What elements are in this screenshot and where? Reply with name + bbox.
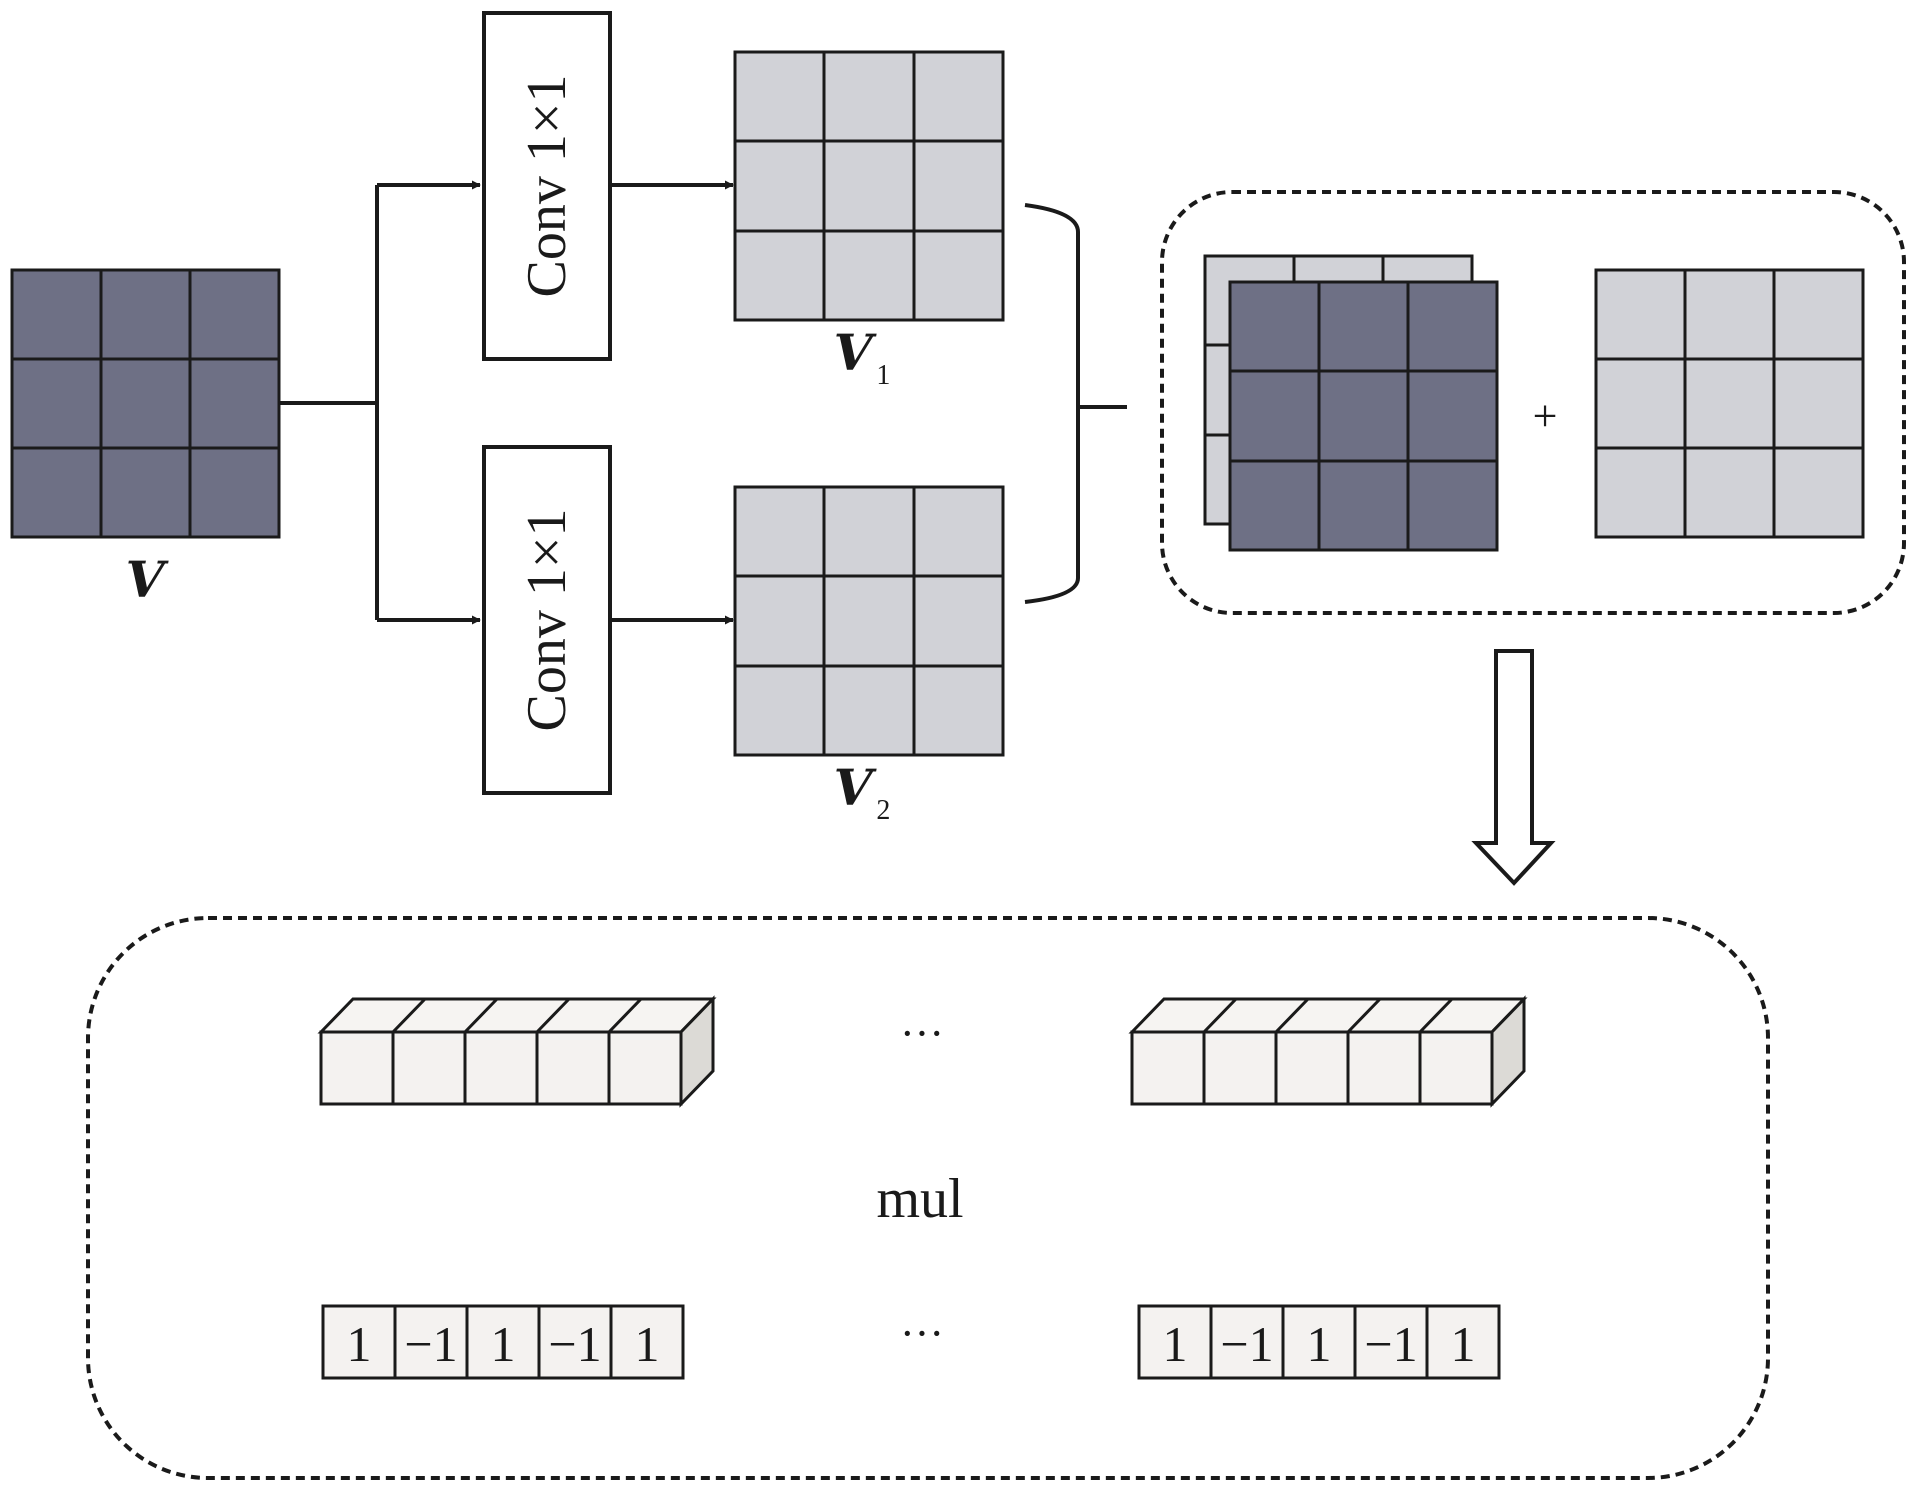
mask-container [86,916,1770,1480]
combine-brace [1024,203,1127,604]
cube-top-face [317,997,717,1034]
mask-value: 1 [1307,1316,1332,1372]
v2-label-main: V [834,758,878,817]
cube-top-divider [1418,997,1454,1034]
cube-cell [1202,1030,1278,1106]
mask-value: 1 [635,1316,660,1372]
cube-top-face [1128,997,1528,1034]
cube-cell [1130,1030,1206,1106]
cube-cell [1346,1030,1422,1106]
v2-label-subscript: 2 [876,795,890,826]
branch-connectors [279,180,481,625]
v1-label-subscript: 1 [876,360,890,391]
cube-cell [1274,1030,1350,1106]
plus-operator: + [1533,392,1558,441]
cube-top-divider [1202,997,1238,1034]
ellipsis-top: ··· [900,1009,944,1058]
mask-value: 1 [1163,1316,1188,1372]
cube-cell [607,1030,683,1106]
mask-cell [609,1304,685,1380]
mask-cell [465,1304,541,1380]
mask-row-left: 1 −1 1 −1 1 [321,1304,685,1380]
mul-label: mul [876,1168,963,1230]
ellipsis-bottom: ··· [900,1309,944,1358]
cube-cell [463,1030,539,1106]
mask-row-right: 1 −1 1 −1 1 [1137,1304,1501,1380]
cube-row-right [1128,995,1528,1108]
input-grid-v [10,268,281,539]
mask-value: −1 [404,1316,457,1372]
mask-value: −1 [1364,1316,1417,1372]
grid-v2 [733,485,1005,757]
cube-top-divider [1346,997,1382,1034]
conv-output-arrows [610,180,734,625]
mask-cell [1425,1304,1501,1380]
cube-top-divider [535,997,571,1034]
mask-cell [393,1304,469,1380]
cube-top-divider [1274,997,1310,1034]
mask-value: 1 [1451,1316,1476,1372]
cube-cell [319,1030,395,1106]
stacked-grid-front [1228,280,1499,552]
mask-value: 1 [347,1316,372,1372]
v1-label-main: V [834,323,878,382]
cube-top-divider [391,997,427,1034]
mask-value: 1 [491,1316,516,1372]
cube-cell [1418,1030,1494,1106]
cube-cell [391,1030,467,1106]
cube-cell [535,1030,611,1106]
sum-grid-right [1594,268,1865,539]
mask-cell [537,1304,613,1380]
cube-top-divider [463,997,499,1034]
mask-cell [1137,1304,1213,1380]
cube-row-left [317,995,717,1108]
mask-cell [1353,1304,1429,1380]
mask-value: −1 [1220,1316,1273,1372]
conv-box-2: Conv 1×1 [482,445,612,795]
conv-label-1: Conv 1×1 [516,75,578,298]
cube-top-divider [607,997,643,1034]
input-label: V [126,550,170,609]
down-arrow-icon [1471,649,1556,886]
grid-v1 [733,50,1005,322]
conv-label-2: Conv 1×1 [516,509,578,732]
mask-cell [1281,1304,1357,1380]
conv-box-1: Conv 1×1 [482,11,612,361]
mask-value: −1 [548,1316,601,1372]
mask-cell [321,1304,397,1380]
combine-container [1160,190,1906,615]
